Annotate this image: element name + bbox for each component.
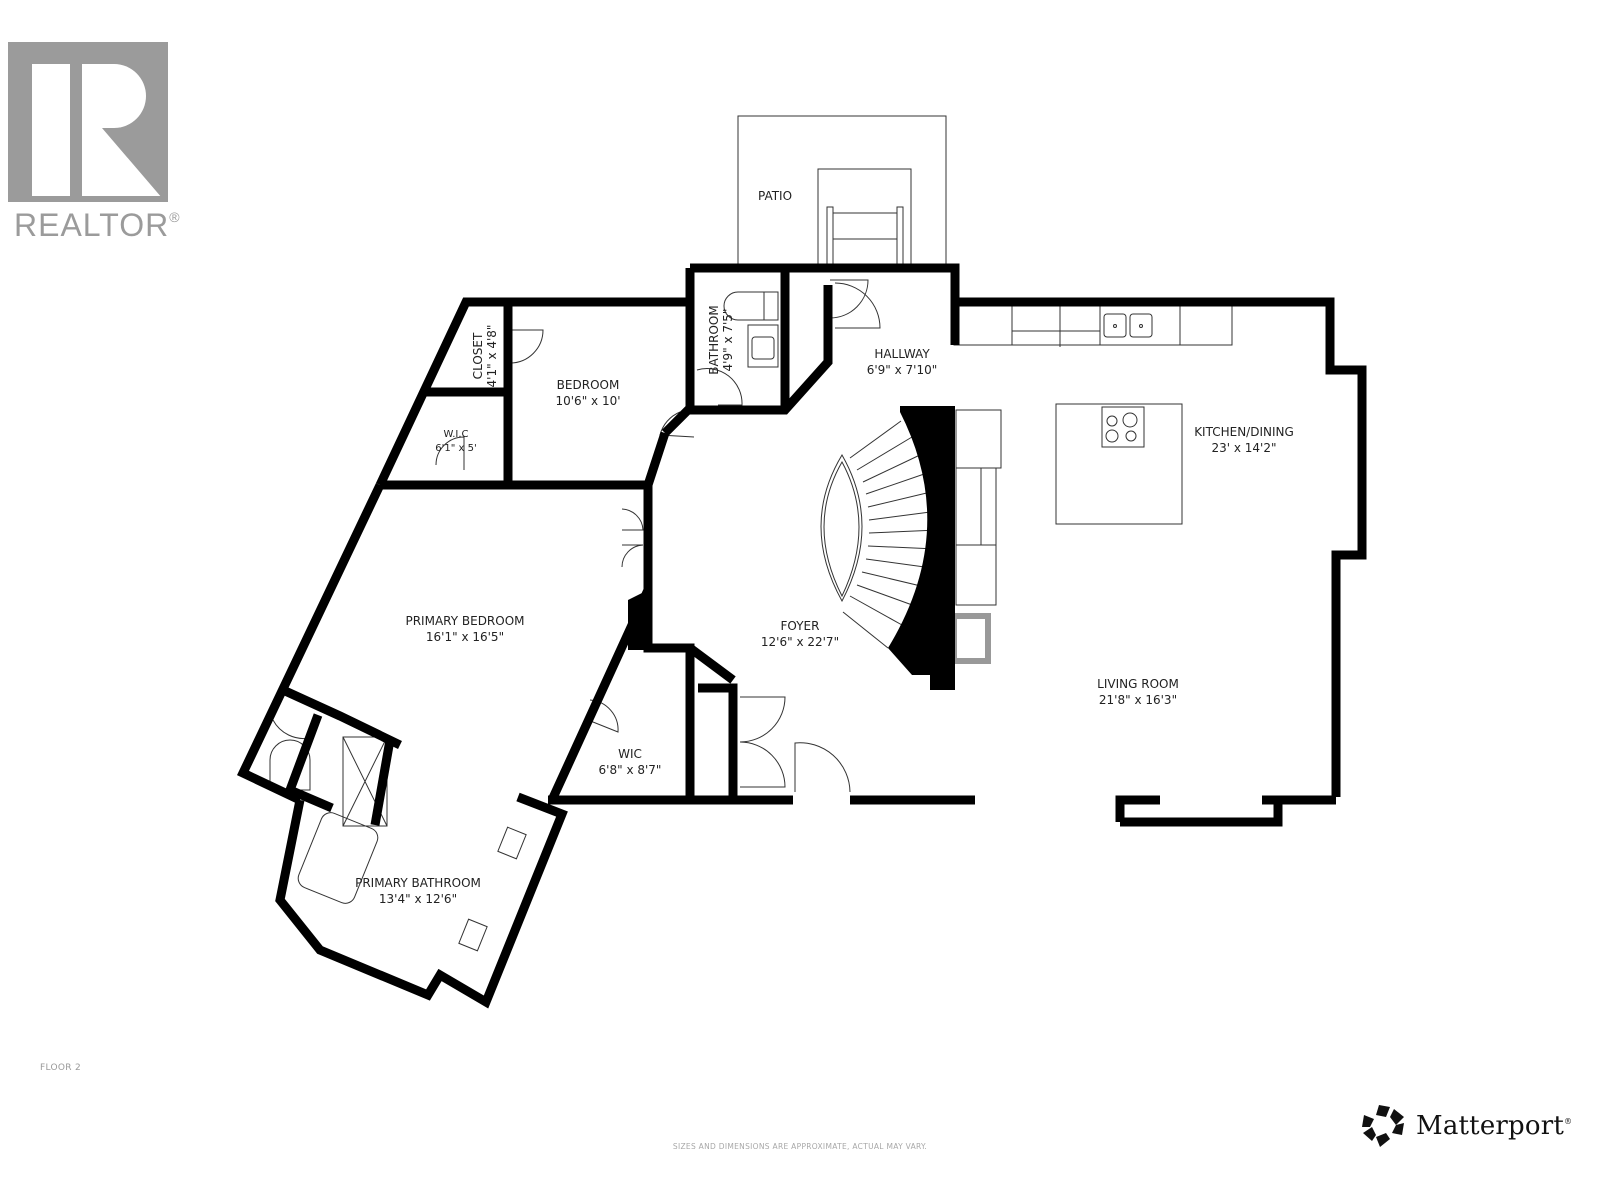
room-name-hallway: HALLWAY	[874, 347, 930, 361]
room-dims-living-room: 21'8" x 16'3"	[1099, 693, 1177, 707]
kitchen-counter	[953, 304, 1233, 346]
room-name-wic: WIC	[618, 747, 642, 761]
staircase-icon	[820, 454, 863, 603]
room-name-closet: CLOSET	[471, 332, 485, 379]
svg-text:PATIO: PATIO	[758, 189, 792, 203]
room-dims-foyer: 12'6" x 22'7"	[761, 635, 839, 649]
room-name-primary-bedroom: PRIMARY BEDROOM	[405, 614, 524, 628]
room-dims-primary-bedroom: 16'1" x 16'5"	[426, 630, 504, 644]
wall-north-bedroom	[375, 297, 690, 487]
disclaimer: SIZES AND DIMENSIONS ARE APPROXIMATE, AC…	[672, 1142, 928, 1151]
cooktop-icon	[1101, 406, 1145, 448]
sink-icon	[1103, 313, 1127, 338]
kitchen-island	[1055, 403, 1183, 525]
toilet-icon	[723, 291, 765, 321]
room-dims-bedroom: 10'6" x 10'	[555, 394, 620, 408]
room-name-wic-upper: W.I.C	[443, 429, 468, 440]
matterport-logo: Matterport®	[1360, 1103, 1572, 1149]
room-dims-bathroom: 4'9" x 7'5"	[721, 309, 735, 372]
room-name-kitchen: KITCHEN/DINING	[1194, 425, 1294, 439]
matterport-star-icon	[1362, 1105, 1404, 1147]
room-name-bedroom: BEDROOM	[557, 378, 620, 392]
bathtub-icon	[297, 812, 379, 904]
realtor-wordmark: REALTOR®	[14, 207, 181, 243]
room-dims-hallway: 6'9" x 7'10"	[867, 363, 938, 377]
door-swing	[509, 329, 544, 364]
room-dims-wic: 6'8" x 8'7"	[599, 763, 662, 777]
realtor-r-icon	[8, 42, 168, 202]
vanity-sink-icon	[747, 324, 779, 368]
room-dims-kitchen: 23' x 14'2"	[1211, 441, 1276, 455]
stair-wall	[888, 406, 955, 690]
room-name-patio: PATIO	[758, 189, 792, 203]
fireplace-icon	[951, 613, 991, 664]
floor-label: FLOOR 2	[40, 1063, 81, 1073]
room-name-foyer: FOYER	[781, 619, 820, 633]
room-dims-wic-upper: 6'1" x 5'	[435, 443, 476, 454]
room-name-primary-bathroom: PRIMARY BATHROOM	[355, 876, 481, 890]
matterport-wordmark: Matterport®	[1416, 1111, 1573, 1141]
room-dims-primary-bathroom: 13'4" x 12'6"	[379, 892, 457, 906]
room-dims-closet: 4'1" x 4'8"	[485, 325, 499, 388]
room-name-bathroom: BATHROOM	[707, 305, 721, 374]
room-name-living-room: LIVING ROOM	[1097, 677, 1179, 691]
